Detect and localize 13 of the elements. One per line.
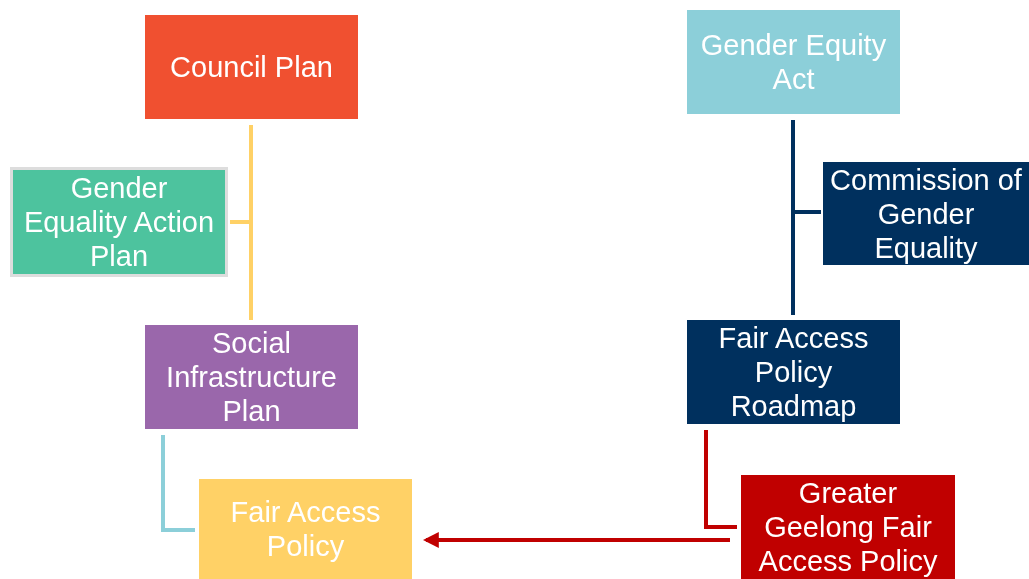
process-box: Gender Equality Action Plan — [10, 167, 228, 277]
process-box: Greater Geelong Fair Access Policy — [741, 475, 955, 579]
arrow — [422, 532, 730, 548]
process-box: Council Plan — [145, 15, 358, 119]
connector-line — [704, 430, 737, 529]
connector-line — [791, 210, 821, 315]
process-box: Commission of Gender Equality — [823, 162, 1029, 265]
connector-line — [161, 435, 195, 532]
process-box: Gender Equity Act — [687, 10, 900, 114]
process-box: Fair Access Policy Roadmap — [687, 320, 900, 424]
process-box: Fair Access Policy — [199, 479, 412, 579]
process-box: Social Infrastructure Plan — [145, 325, 358, 429]
connector-line — [230, 220, 253, 320]
